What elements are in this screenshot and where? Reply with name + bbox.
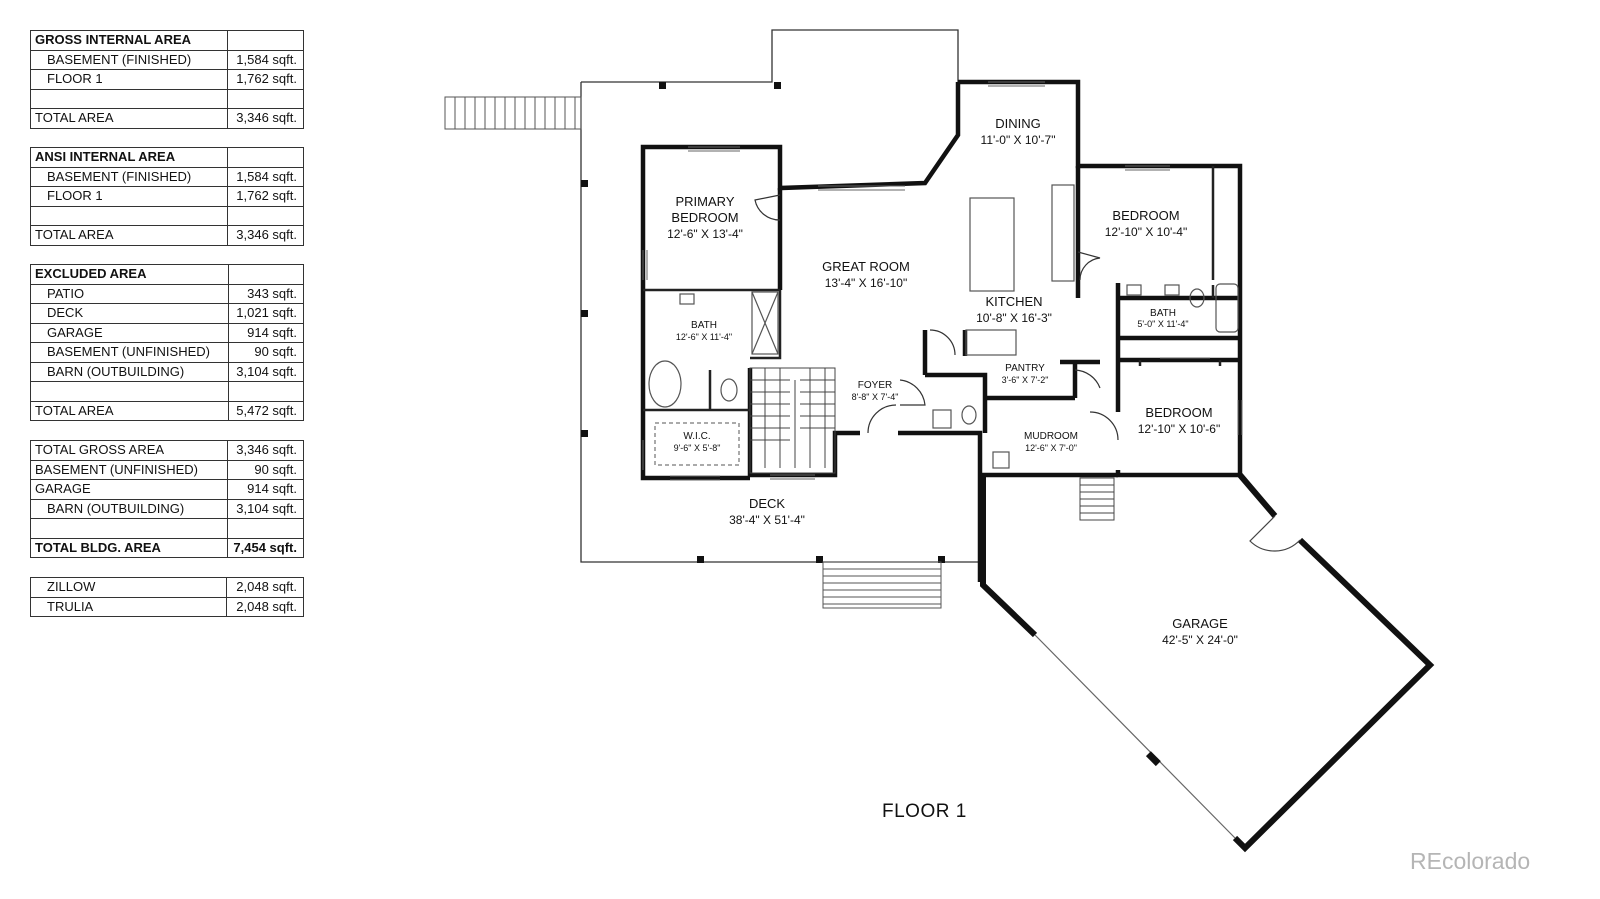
row-label: TOTAL BLDG. AREA — [30, 537, 228, 558]
bedroom-ne-name: BEDROOM — [1112, 208, 1179, 223]
interior-walls — [643, 166, 1222, 412]
primary-bedroom-dims: 12'-6" X 13'-4" — [667, 227, 743, 241]
great-room-name: GREAT ROOM — [822, 259, 910, 274]
row-value: 90 sqft. — [226, 459, 305, 480]
wic-name: W.I.C. — [683, 431, 710, 442]
row-label: BASEMENT (FINISHED) — [29, 166, 229, 187]
kitchen-island — [965, 184, 1075, 356]
mudroom-stairs — [1079, 477, 1115, 521]
garage-door-line — [1034, 634, 1236, 839]
floor-title: FLOOR 1 — [882, 801, 967, 822]
row-value: 7,454 sqft. — [226, 537, 305, 558]
row-label: BASEMENT (UNFINISHED) — [29, 342, 230, 363]
pantry-name: PANTRY — [1005, 363, 1045, 374]
pantry-dims: 3'-6" X 7'-2" — [1002, 375, 1049, 385]
interior-stairs — [749, 367, 836, 474]
row-label: TRULIA — [29, 596, 228, 617]
bath-east-dims: 5'-0" X 11'-4" — [1137, 319, 1188, 329]
row-value: 914 sqft. — [226, 479, 305, 500]
row-value: 1,762 sqft. — [227, 69, 304, 90]
garage-posts — [1145, 751, 1161, 767]
garage-dims: 42'-5" X 24'-0" — [1162, 633, 1238, 647]
exterior-walls — [640, 79, 1243, 582]
bedroom-se-dims: 12'-10" X 10'-6" — [1138, 422, 1220, 436]
bedroom-se-name: BEDROOM — [1145, 405, 1212, 420]
table-row: BASEMENT (UNFINISHED)90 sqft. — [29, 342, 304, 363]
row-value: 343 sqft. — [228, 283, 304, 304]
row-value: 5,472 sqft. — [228, 400, 304, 421]
row-value: 90 sqft. — [228, 342, 304, 363]
row-value: 1,021 sqft. — [228, 303, 304, 324]
table-row: GROSS INTERNAL AREA — [29, 30, 304, 51]
mudroom-name: MUDROOM — [1024, 431, 1078, 442]
kitchen-dims: 10'-8" X 16'-3" — [976, 311, 1052, 325]
bath-fixtures — [648, 283, 1239, 469]
bath-east-name: BATH — [1150, 308, 1176, 319]
doors — [754, 194, 1119, 441]
row-value: 3,346 sqft. — [227, 225, 304, 246]
row-label: TOTAL AREA — [29, 225, 229, 246]
row-label: GARAGE — [29, 322, 230, 343]
wic-dims: 9'-6" X 5'-8" — [674, 443, 721, 453]
deck-dims: 38'-4" X 51'-4" — [729, 513, 805, 527]
room-labels: DINING 11'-0" X 10'-7" PRIMARY BEDROOM 1… — [667, 116, 1238, 647]
deck-name: DECK — [749, 496, 785, 511]
foyer-dims: 8'-8" X 7'-4" — [852, 392, 899, 402]
south-deck-stairs — [822, 561, 942, 609]
dining-dims: 11'-0" X 10'-7" — [981, 133, 1056, 147]
deck-posts — [581, 82, 945, 563]
table-row — [29, 205, 304, 226]
row-value: 2,048 sqft. — [226, 596, 304, 617]
great-room-dims: 13'-4" X 16'-10" — [825, 276, 907, 290]
primary-bedroom-name-1: PRIMARY — [676, 194, 735, 209]
windows — [642, 81, 1243, 481]
foyer-name: FOYER — [858, 380, 892, 391]
bath-west-dims: 12'-6" X 11'-4" — [676, 332, 732, 342]
table-row — [30, 518, 305, 539]
table-row: ANSI INTERNAL AREA — [29, 147, 304, 168]
garage-name: GARAGE — [1172, 616, 1228, 631]
row-label: TOTAL AREA — [29, 108, 229, 129]
garage-side-door — [1249, 515, 1301, 552]
west-deck-stairs — [444, 96, 582, 130]
watermark: REcolorado — [1410, 848, 1531, 874]
bath-west-name: BATH — [691, 320, 717, 331]
mudroom-dims: 12'-6" X 7'-0" — [1025, 443, 1077, 453]
table-row: BASEMENT (FINISHED)1,584 sqft. — [29, 166, 304, 187]
garage-walls — [980, 473, 1435, 853]
wic-shelving — [654, 422, 740, 466]
row-value: 3,346 sqft. — [227, 108, 304, 129]
primary-bedroom-name-2: BEDROOM — [671, 210, 738, 225]
row-label: ANSI INTERNAL AREA — [29, 147, 229, 168]
kitchen-name: KITCHEN — [985, 294, 1042, 309]
table-row: BASEMENT (FINISHED)1,584 sqft. — [29, 49, 304, 70]
row-label: TOTAL AREA — [29, 400, 230, 421]
row-value: 1,584 sqft. — [227, 166, 304, 187]
dining-name: DINING — [995, 116, 1041, 131]
row-label: FLOOR 1 — [29, 69, 229, 90]
bedroom-ne-dims: 12'-10" X 10'-4" — [1105, 225, 1187, 239]
